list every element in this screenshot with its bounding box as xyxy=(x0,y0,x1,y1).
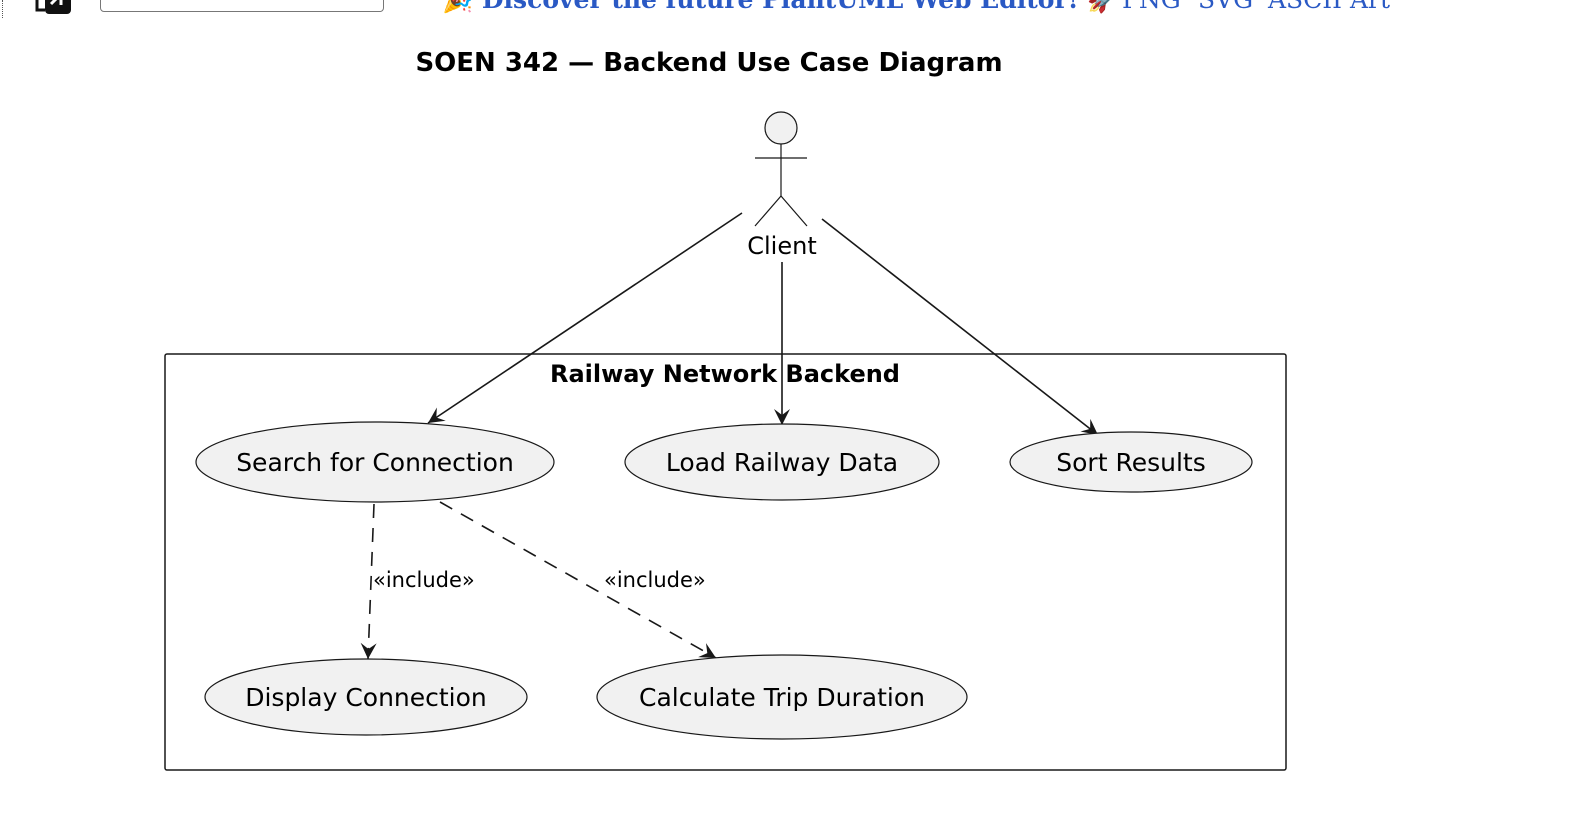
png-link[interactable]: PNG xyxy=(1122,0,1181,12)
svg-link[interactable]: SVG xyxy=(1198,0,1253,12)
usecase-display-connection: Display Connection xyxy=(204,658,528,736)
promo-link-text: Discover the future PlantUML Web Editor! xyxy=(482,0,1079,14)
usecase-sort-results: Sort Results xyxy=(1009,431,1253,493)
system-boundary-label: Railway Network Backend xyxy=(550,360,900,388)
usecase-load-railway-data: Load Railway Data xyxy=(624,423,940,501)
usecase-search-for-connection: Search for Connection xyxy=(195,421,555,503)
usecase-label: Sort Results xyxy=(1056,448,1205,477)
actor-left-leg xyxy=(754,195,782,227)
web-editor-promo-link[interactable]: 🎉 Discover the future PlantUML Web Edito… xyxy=(442,0,1118,12)
ascii-art-link[interactable]: ASCII Art xyxy=(1268,0,1390,12)
actor-client: Client xyxy=(747,111,817,260)
usecase-calculate-trip-duration: Calculate Trip Duration xyxy=(596,654,968,740)
association-client-search xyxy=(427,212,743,424)
resize-handle[interactable] xyxy=(2,0,5,18)
party-popper-icon: 🎉 xyxy=(442,0,473,14)
actor-head xyxy=(764,111,798,145)
diagram-title: SOEN 342 — Backend Use Case Diagram xyxy=(415,48,1002,78)
actor-right-leg xyxy=(780,195,808,227)
include-search-calc xyxy=(439,501,717,659)
usecase-label: Search for Connection xyxy=(236,448,514,477)
include-search-display xyxy=(360,503,377,660)
include-label-calc: «include» xyxy=(604,568,706,592)
actor-label: Client xyxy=(747,232,816,260)
rocket-icon: 🚀 xyxy=(1087,0,1118,14)
usecase-label: Display Connection xyxy=(245,683,487,712)
diagram-url-input[interactable] xyxy=(100,0,384,12)
system-boundary xyxy=(164,353,1287,771)
usecase-label: Calculate Trip Duration xyxy=(639,683,925,712)
include-label-display: «include» xyxy=(373,568,475,592)
top-toolbar: 🎉 Discover the future PlantUML Web Edito… xyxy=(0,0,1590,24)
open-editor-icon[interactable] xyxy=(33,0,73,16)
usecase-label: Load Railway Data xyxy=(666,448,898,477)
association-client-sort xyxy=(821,218,1099,436)
